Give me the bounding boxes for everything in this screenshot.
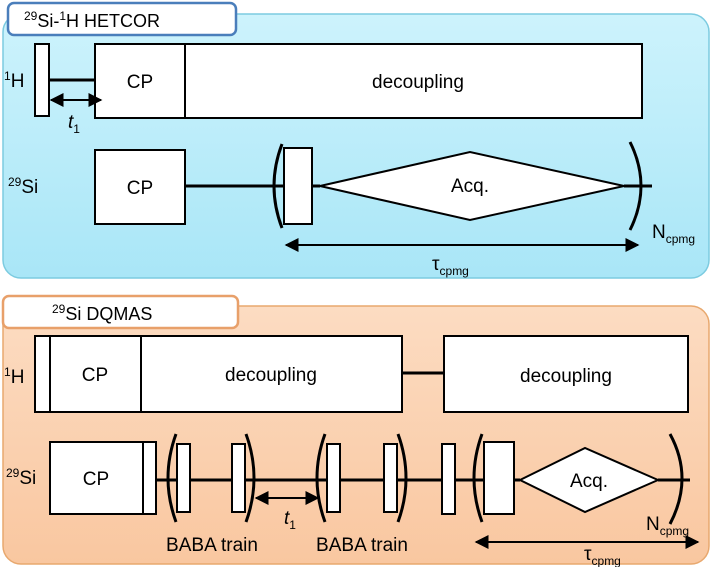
dqmas-si-pulse-0 [142, 441, 157, 515]
dqmas-h-channel-label: 1H [4, 365, 24, 388]
dqmas-si-channel-label: 29Si [6, 466, 36, 489]
hetcor-h-pulse [34, 43, 50, 117]
hetcor-ncpmg-label: Ncpmg [652, 222, 695, 246]
hetcor-panel: 29Si-1H HETCOR 1H CP decoupling t1 29Si … [2, 1, 710, 279]
dqmas-baba1-label: BABA train [166, 535, 258, 556]
dqmas-baba2-label: BABA train [316, 535, 408, 556]
hetcor-si-cp-label: CP [127, 178, 153, 199]
dqmas-tau-label: τcpmg [584, 544, 621, 567]
dqmas-si-cp-block [49, 441, 144, 515]
hetcor-si-channel-label: 29Si [8, 175, 38, 198]
hetcor-title: 29Si-1H HETCOR [24, 9, 160, 31]
dqmas-title-box [1, 294, 240, 330]
hetcor-h-cp-label: CP [127, 72, 153, 93]
dqmas-h-pulse [34, 335, 51, 413]
dqmas-si-cp-label: CP [83, 469, 109, 490]
hetcor-title-box [6, 1, 238, 37]
hetcor-tau-label: τcpmg [432, 254, 469, 278]
dqmas-baba2-pulse-1 [326, 443, 341, 513]
hetcor-si-pulse [283, 147, 313, 225]
dqmas-si-pulse-readout [441, 443, 456, 515]
dqmas-decoupling-label-1: decoupling [225, 365, 317, 386]
hetcor-cpmg-right-bracket [628, 141, 643, 231]
dqmas-cpmg-left-bracket [472, 433, 484, 523]
dqmas-cpmg-right-bracket [668, 433, 684, 525]
dqmas-baba1-left-bracket [166, 433, 178, 523]
dqmas-panel: 29Si DQMAS 1H CP decoupling decoupling 2… [1, 294, 710, 567]
hetcor-h-channel-label: 1H [4, 69, 24, 92]
dqmas-ncpmg-label: Ncpmg [646, 514, 689, 538]
hetcor-decoupling-block [184, 43, 643, 119]
dqmas-decoupling-label-2: decoupling [520, 366, 612, 387]
dqmas-acq-label: Acq. [570, 471, 608, 492]
dqmas-baba1-right-bracket [244, 433, 256, 523]
hetcor-t1-label: t1 [68, 112, 80, 136]
dqmas-h-cp-block [49, 335, 142, 413]
hetcor-decoupling-label: decoupling [372, 72, 464, 93]
hetcor-acq-label: Acq. [451, 176, 489, 197]
dqmas-baba2-pulse-2 [383, 443, 398, 513]
dqmas-baba2-right-bracket [396, 433, 408, 523]
dqmas-si-pulse-cpmg [483, 441, 515, 515]
dqmas-baba2-left-bracket [315, 433, 327, 523]
dqmas-h-cp-label: CP [82, 365, 108, 386]
dqmas-t1-label: t1 [284, 508, 296, 532]
hetcor-cpmg-left-bracket [272, 143, 284, 229]
dqmas-title: 29Si DQMAS [52, 302, 152, 324]
dqmas-baba1-pulse-2 [231, 443, 246, 513]
dqmas-decoupling-block-2 [443, 335, 689, 413]
dqmas-baba1-pulse-1 [176, 443, 191, 513]
